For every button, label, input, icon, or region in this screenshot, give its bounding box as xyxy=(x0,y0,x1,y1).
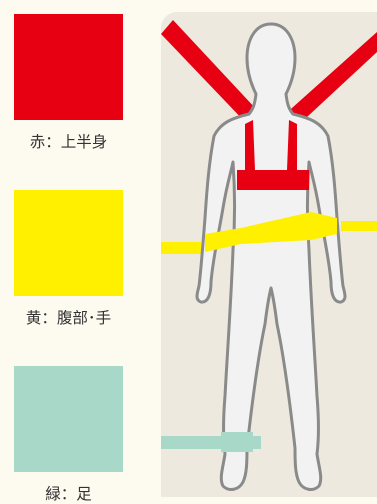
harness-left-vertical xyxy=(245,120,255,170)
waist-band-right-end xyxy=(341,221,377,231)
body-diagram-panel xyxy=(161,12,377,497)
human-figure xyxy=(195,22,347,491)
waist-band-front xyxy=(205,212,337,252)
leg-band-on-leg xyxy=(221,432,253,452)
legend-item-legs: 緑：足 xyxy=(14,366,123,504)
harness-right-vertical xyxy=(287,120,297,170)
upper-body-straps xyxy=(161,20,377,130)
left-shoulder-strap xyxy=(161,20,257,124)
right-shoulder-strap xyxy=(283,32,377,130)
legend-item-abdomen-hands: 黄：腹部･手 xyxy=(14,190,123,328)
legend-label-upper-body: 赤：上半身 xyxy=(29,133,108,151)
red-swatch xyxy=(14,14,123,120)
leg-band-front xyxy=(221,432,253,452)
chest-band xyxy=(237,170,309,190)
legend-label-abdomen-hands: 黄：腹部･手 xyxy=(25,309,112,327)
legend-label-legs: 緑：足 xyxy=(45,485,92,503)
legend-item-upper-body: 赤：上半身 xyxy=(14,14,123,152)
green-swatch xyxy=(14,366,123,472)
body-diagram xyxy=(161,20,377,491)
waist-band-left-end xyxy=(161,242,201,254)
yellow-swatch xyxy=(14,190,123,296)
harness-front xyxy=(237,120,309,190)
waist-band-outer xyxy=(161,221,377,254)
waist-band xyxy=(205,212,337,252)
